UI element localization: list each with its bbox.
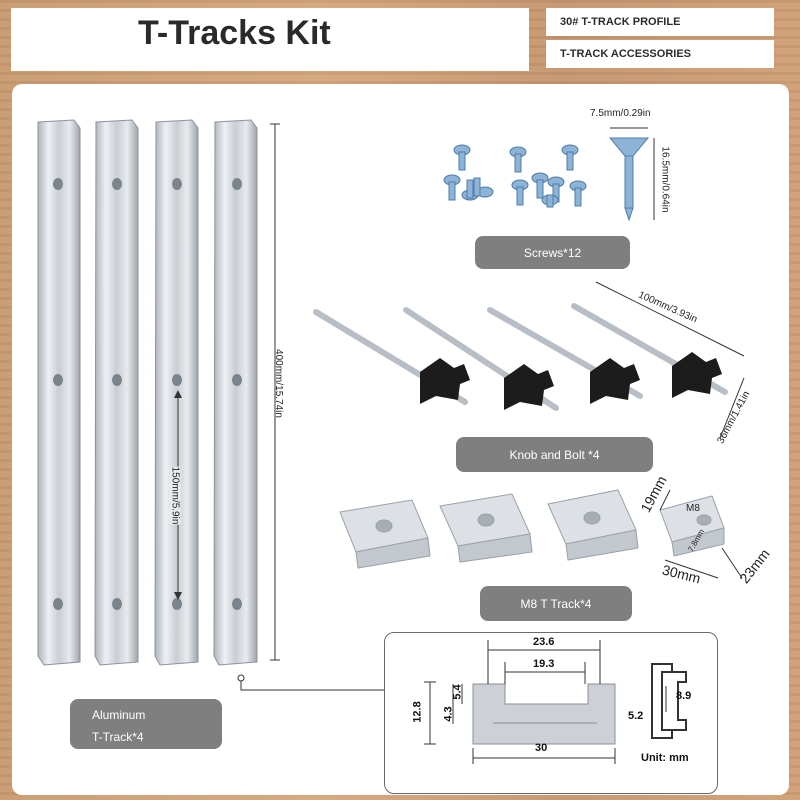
screw-large (608, 137, 650, 222)
screw-h (531, 172, 549, 199)
screw-j (569, 180, 587, 207)
profile-badge: 30# T-TRACK PROFILE (546, 8, 774, 36)
screw-a (453, 144, 471, 171)
aluminum-pill-line2: T-Track*4 (92, 730, 144, 744)
knob-bolt-pill: Knob and Bolt *4 (456, 437, 653, 472)
bolt-2 (403, 307, 559, 411)
t-nut-2 (439, 493, 533, 563)
dim-19-3: 19.3 (533, 658, 555, 670)
dim-23-6: 23.6 (533, 636, 555, 648)
t-nut-1 (339, 499, 431, 569)
dim-5-2: 5.2 (628, 710, 644, 722)
screw-f (561, 144, 579, 171)
t-nut-3 (547, 489, 639, 561)
screws-pill: Screws*12 (475, 236, 630, 269)
dim-8-9: 8.9 (676, 690, 692, 702)
screw-width-label: 7.5mm/0.29in (590, 108, 651, 119)
bolt-3 (487, 307, 643, 404)
rail-3 (154, 119, 199, 666)
t-nut-4 (659, 495, 725, 557)
screw-e (509, 146, 527, 173)
aluminum-pill-line1: Aluminum (92, 708, 146, 722)
unit-label: Unit: mm (641, 752, 689, 764)
rail-1 (37, 119, 81, 666)
screw-b (443, 174, 461, 201)
m8-label: M8 (686, 503, 700, 514)
rail-4 (213, 119, 258, 666)
dim-12-8: 12.8 (411, 701, 424, 723)
page-title: T-Tracks Kit (138, 14, 331, 52)
screw-d (473, 177, 494, 198)
screw-g (511, 179, 529, 206)
aluminum-track-pill: Aluminum T-Track*4 (70, 699, 222, 749)
dim-30: 30 (535, 742, 548, 754)
t-nut-pill: M8 T Track*4 (480, 586, 632, 621)
screw-k (541, 194, 559, 208)
bolt-1 (313, 309, 470, 405)
bolt-4 (571, 303, 728, 398)
title-banner (11, 8, 529, 71)
dim-5-4: 5.4 (451, 684, 464, 700)
rail-2 (94, 119, 139, 666)
accessories-badge: T-TRACK ACCESSORIES (546, 40, 774, 68)
dim-4-3: 4.3 (442, 706, 455, 722)
